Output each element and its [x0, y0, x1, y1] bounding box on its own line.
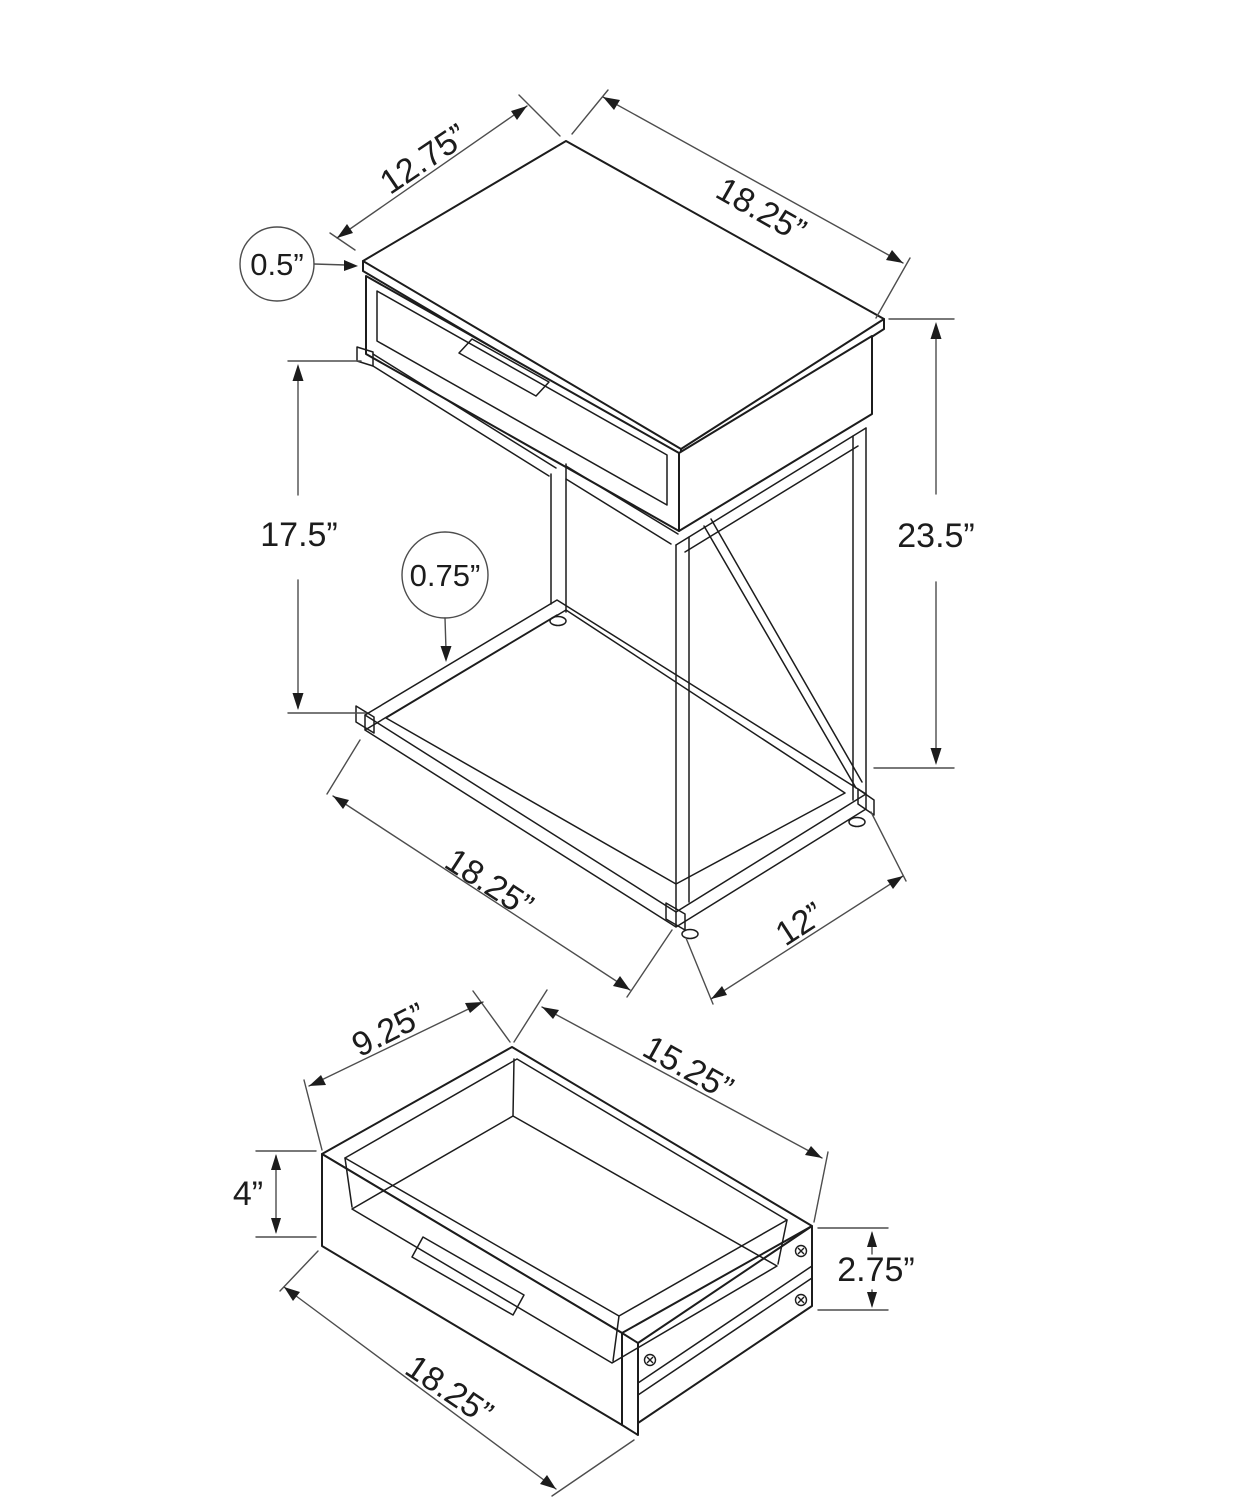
arrowhead	[542, 1007, 559, 1019]
drawer-slide-grooves	[637, 1265, 813, 1396]
drawer-front-end-cap	[621, 1332, 639, 1436]
arrowhead	[271, 1154, 281, 1170]
drawer-handle-notch	[458, 338, 550, 397]
ext-lines-total-height	[873, 318, 955, 769]
table-figure: 12.75” 18.25” 0.5” 17.5” 0.75”	[239, 89, 975, 1005]
drawer-interior-bottom	[351, 1115, 778, 1364]
arrowhead	[711, 986, 727, 999]
arrowhead	[292, 693, 304, 710]
drawer-handle-notch-2	[411, 1236, 525, 1316]
dim-line-top-depth	[336, 105, 528, 239]
callout-leader-top-thickness	[313, 263, 347, 266]
ext-lines-clearance	[287, 360, 367, 714]
screw-icon	[794, 1244, 808, 1258]
panel-back-leg	[675, 536, 690, 911]
right-frame-panel	[675, 427, 867, 911]
arrowhead	[511, 106, 527, 120]
ext-lines-base-depth	[685, 811, 907, 1005]
arrowhead	[337, 224, 353, 238]
ext-lines-front-height	[255, 1150, 317, 1238]
floor-corner-cap-right	[857, 788, 875, 816]
box-right-face	[678, 335, 873, 532]
arrowhead	[440, 646, 452, 662]
drawer-interior-corners	[344, 1058, 788, 1362]
screw-icon	[794, 1293, 808, 1307]
arrowhead	[613, 976, 630, 990]
dim-label-side-height: 2.75”	[837, 1251, 915, 1289]
dim-label-clearance: 17.5”	[260, 516, 338, 554]
foot-glide-front	[681, 928, 699, 940]
dim-label-base-width: 18.25”	[438, 841, 540, 925]
dim-line-base-width	[332, 795, 631, 991]
dim-label-frame-tube: 0.75”	[410, 558, 481, 593]
back-post	[550, 463, 567, 613]
foot-glide-back	[549, 615, 567, 627]
ext-lines-outer-width	[279, 1250, 635, 1497]
arrowhead	[284, 1287, 300, 1301]
panel-front-leg	[852, 427, 867, 801]
arrowhead	[867, 1292, 877, 1308]
dim-label-top-thickness: 0.5”	[250, 247, 303, 282]
dim-label-inner-depth: 9.25”	[346, 996, 432, 1065]
screw-icon	[643, 1353, 657, 1367]
screw-cross	[797, 1296, 805, 1304]
dim-label-front-height: 4”	[233, 1175, 263, 1213]
dim-line-inner-width	[541, 1006, 823, 1159]
panel-top-rail	[675, 427, 867, 553]
dim-line-inner-depth	[308, 1001, 484, 1087]
ext-lines-inner-depth	[303, 990, 511, 1151]
dim-label-outer-width: 18.25”	[399, 1348, 500, 1433]
arrowhead	[309, 1075, 326, 1086]
arrowhead	[805, 1146, 822, 1158]
arrowhead	[465, 1002, 483, 1013]
screw-cross	[797, 1247, 805, 1255]
dim-label-inner-width: 15.25”	[637, 1028, 740, 1108]
floor-corner-cap-left	[355, 705, 375, 734]
arrowhead	[333, 796, 349, 809]
arrowhead	[887, 876, 903, 889]
drawer-slide-screws	[643, 1244, 808, 1367]
dim-line-top-width	[602, 96, 904, 264]
arrowhead	[930, 322, 942, 339]
floor-bottom-edges	[364, 614, 867, 928]
upper-left-rail	[372, 353, 557, 477]
arrowhead	[292, 364, 304, 381]
foot-glide-right	[848, 816, 866, 828]
arrowhead	[886, 250, 903, 263]
ext-lines-side-height	[817, 1227, 889, 1311]
floor-frame	[355, 599, 875, 940]
arrowhead	[867, 1231, 877, 1247]
ext-lines-top-width	[571, 89, 911, 319]
screw-cross	[646, 1356, 654, 1364]
arrowhead	[271, 1218, 281, 1234]
arrowhead	[540, 1475, 556, 1489]
drawer-shell	[321, 1046, 813, 1436]
dim-label-top-depth: 12.75”	[373, 117, 474, 202]
metal-frame	[356, 346, 679, 627]
drawer-box	[365, 275, 873, 532]
dim-line-outer-width	[283, 1286, 557, 1490]
ext-lines-top-depth	[329, 94, 561, 251]
arrowhead	[603, 97, 620, 110]
callout-leader-frame-tube	[444, 617, 447, 651]
upper-right-arm	[565, 465, 679, 545]
ext-lines-inner-width	[513, 989, 829, 1223]
arrowhead	[930, 748, 942, 765]
drawer-front-outline	[376, 290, 668, 506]
dim-label-total-height: 23.5”	[897, 517, 975, 555]
ext-lines-base-width	[326, 739, 673, 998]
dim-label-base-depth: 12”	[769, 895, 831, 954]
dim-line-base-depth	[710, 875, 904, 1000]
drawer-figure: 9.25” 15.25” 4” 2.75” 18.25”	[233, 989, 915, 1497]
panel-diagonal-brace	[703, 518, 863, 789]
arrowhead	[344, 260, 358, 271]
